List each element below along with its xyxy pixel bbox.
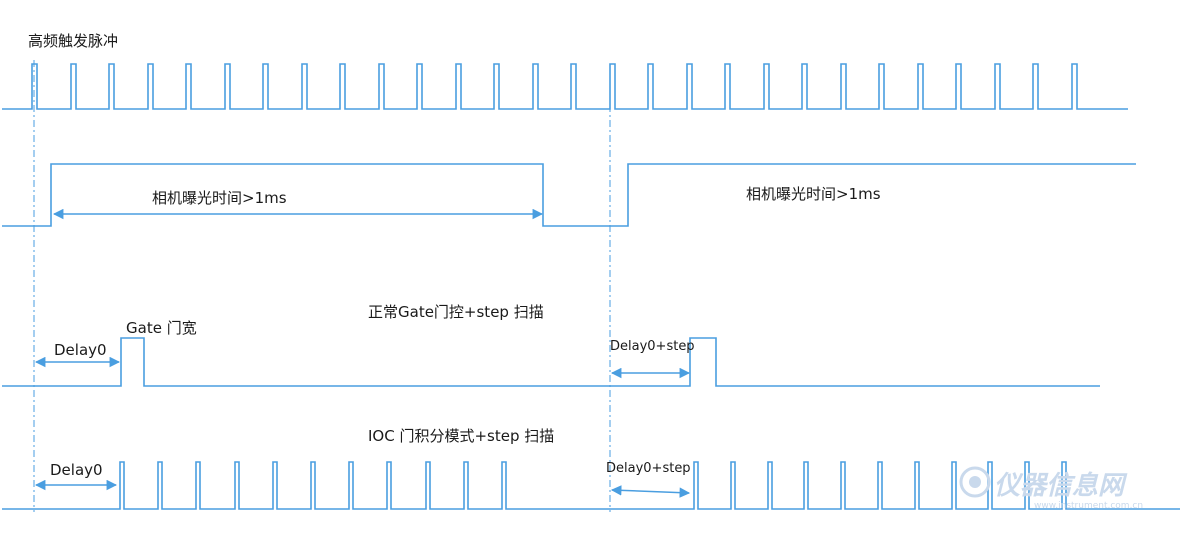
watermark-logo: 仪器信息网 www.instrument.com.cn bbox=[959, 466, 1143, 511]
camera-exposure-waveform bbox=[2, 163, 1136, 227]
exposure-time-label-1: 相机曝光时间>1ms bbox=[152, 189, 287, 207]
high-frequency-trigger-label: 高频触发脉冲 bbox=[28, 32, 118, 50]
delay0-step-gate-label: Delay0+step bbox=[610, 339, 695, 354]
gate-waveform bbox=[2, 337, 1100, 387]
delay0-step-ioc-arrow bbox=[610, 485, 691, 498]
gate-mode-title: 正常Gate门控+step 扫描 bbox=[368, 303, 544, 321]
high-frequency-trigger-waveform bbox=[2, 63, 1128, 110]
ioc-gate-integration-waveform bbox=[2, 461, 1180, 510]
delay0-step-ioc-label: Delay0+step bbox=[606, 461, 691, 476]
exposure-time-label-2: 相机曝光时间>1ms bbox=[746, 185, 881, 203]
watermark-url: www.instrument.com.cn bbox=[1034, 501, 1143, 511]
ioc-mode-title: IOC 门积分模式+step 扫描 bbox=[368, 427, 554, 445]
watermark-text: 仪器信息网 bbox=[994, 471, 1128, 501]
gate-width-label: Gate 门宽 bbox=[126, 319, 197, 337]
delay0-gate-label: Delay0 bbox=[54, 341, 107, 359]
delay0-ioc-label: Delay0 bbox=[50, 461, 103, 479]
